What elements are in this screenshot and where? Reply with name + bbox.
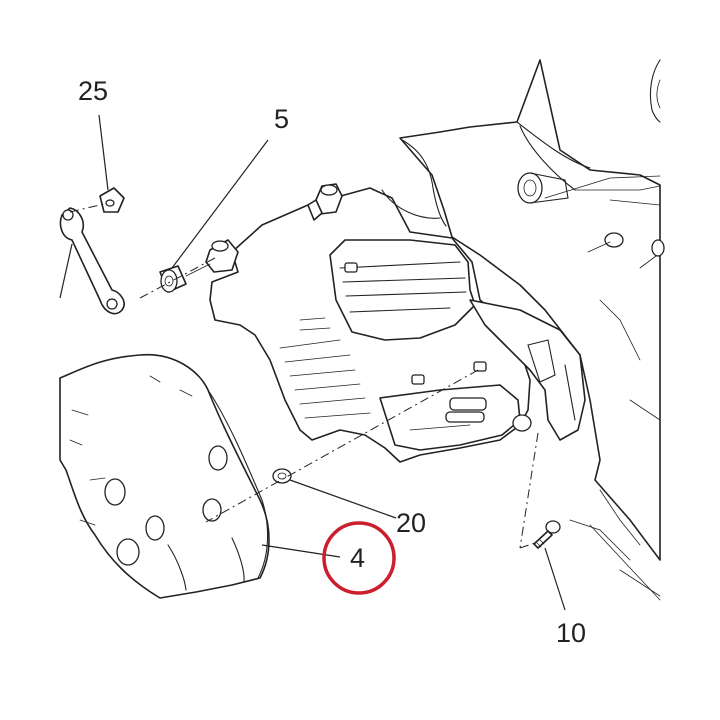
callout-10: 10 bbox=[556, 618, 586, 648]
callout-5: 5 bbox=[274, 104, 289, 134]
washer-part-20 bbox=[272, 468, 292, 484]
highlight-circle bbox=[322, 521, 396, 595]
frame-screw bbox=[587, 232, 665, 269]
callout-20: 20 bbox=[396, 508, 426, 538]
grommet bbox=[159, 263, 211, 293]
screw-part-10 bbox=[512, 414, 561, 549]
frame-opening bbox=[517, 172, 569, 204]
inner-cover bbox=[205, 183, 586, 463]
leader-4 bbox=[261, 544, 341, 558]
axis-part-10 bbox=[519, 432, 539, 549]
callout-25: 25 bbox=[78, 76, 108, 106]
axis-part-4 bbox=[205, 369, 479, 523]
leader-10 bbox=[544, 547, 566, 611]
axis-grommet bbox=[139, 257, 216, 299]
linkage-rod bbox=[59, 187, 125, 315]
axis-part-10-b bbox=[519, 541, 539, 549]
leader-25 bbox=[98, 114, 109, 191]
leader-20 bbox=[289, 479, 397, 519]
callout-4: 4 bbox=[350, 543, 365, 573]
leader-5 bbox=[171, 139, 269, 269]
side-cover-part-4 bbox=[59, 353, 270, 599]
